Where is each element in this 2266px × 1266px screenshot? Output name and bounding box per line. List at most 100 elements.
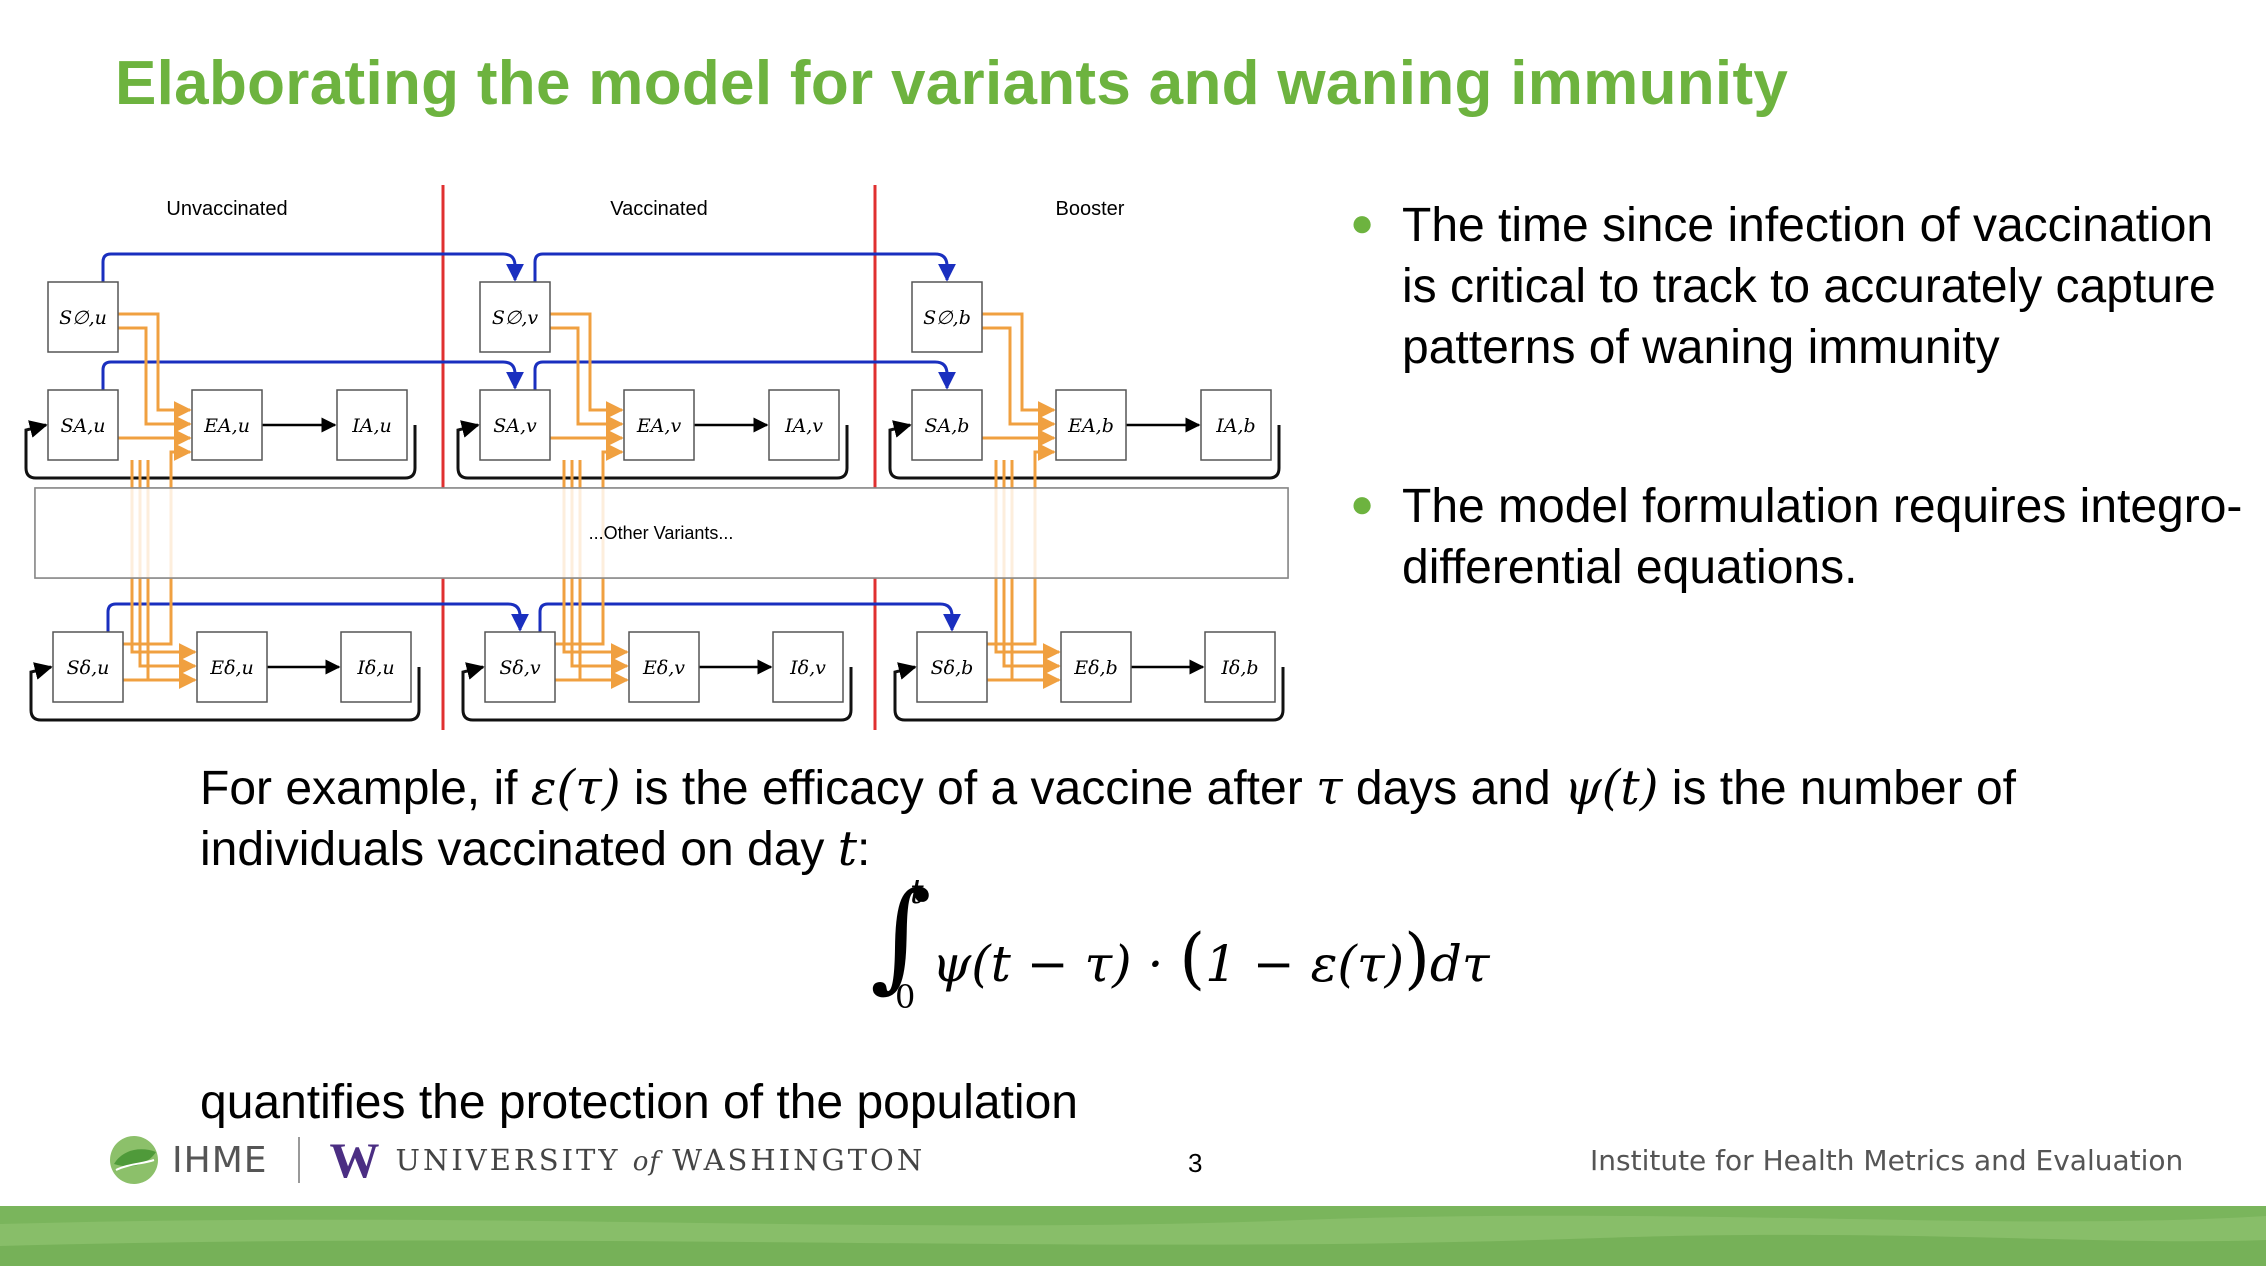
integral-sign: ∫ — [870, 866, 932, 1004]
column-header: Vaccinated — [610, 198, 707, 220]
node-sDelta — [52, 631, 124, 703]
infection-arrow — [118, 326, 192, 433]
vaccination-arrow — [533, 360, 956, 390]
node-eA-label: EA,u — [203, 415, 250, 437]
node-s0-label: S∅,v — [492, 307, 539, 329]
bullet-dot-icon: ● — [1350, 201, 1375, 245]
node-sDelta-label: Sδ,b — [931, 657, 974, 679]
node-iA — [1200, 389, 1272, 461]
node-sA-label: SA,u — [60, 415, 105, 437]
node-iDelta — [340, 631, 412, 703]
integrand-part: 1 − ε(τ) — [1205, 935, 1405, 993]
diagram-nodes: S∅,uSA,u EA,u IA,uSδ,u Eδ,u Iδ,u S∅,vSA,v EA,v… — [34, 281, 1289, 703]
node-iDelta-label: Iδ,u — [356, 657, 394, 679]
recovery-loop — [893, 662, 1285, 722]
example-part: : — [857, 823, 871, 876]
node-eDelta-label: Eδ,u — [209, 657, 254, 679]
integral-lower-limit: 0 — [895, 978, 916, 1016]
recovery-loop — [456, 420, 849, 480]
other-variants-box-overlay — [34, 487, 1289, 579]
node-sA — [479, 389, 551, 461]
bullet-item: ● The model formulation requires integro… — [1350, 476, 2250, 598]
diagram-headers: Unvaccinated Vaccinated Booster — [166, 198, 1124, 220]
vaccination-arrow — [538, 602, 961, 632]
example-part: days and — [1342, 762, 1565, 815]
bullet-item: ● The time since infection of vaccinatio… — [1350, 195, 2250, 378]
node-eA-label: EA,v — [636, 415, 682, 437]
node-iA-label: IA,b — [1215, 415, 1255, 437]
example-part: is the number of individuals vaccinated … — [200, 762, 2016, 876]
infection-arrow — [550, 312, 624, 419]
node-eDelta-label: Eδ,b — [1073, 657, 1118, 679]
node-s0-label: S∅,u — [59, 307, 107, 329]
bullet-text: The model formulation requires integro-d… — [1402, 480, 2243, 594]
node-eDelta — [628, 631, 700, 703]
footer-divider — [297, 1137, 300, 1183]
math-psi-t: ψ(t) — [1564, 760, 1659, 816]
node-sA — [911, 389, 983, 461]
column-header: Booster — [1056, 198, 1125, 220]
node-sA-label: SA,b — [925, 415, 970, 437]
integrand-part: ψ(t − τ) · — [932, 935, 1180, 993]
node-sDelta-label: Sδ,u — [67, 657, 110, 679]
node-s0-label: S∅,b — [923, 307, 971, 329]
example-text: For example, if ε(τ) is the efficacy of … — [200, 758, 2150, 880]
node-iDelta — [772, 631, 844, 703]
node-iDelta — [1204, 631, 1276, 703]
integrand-part: dτ — [1429, 935, 1490, 993]
column-header: Unvaccinated — [166, 198, 287, 220]
node-iA-label: IA,v — [784, 415, 823, 437]
infection-arrow — [982, 326, 1056, 433]
ihme-leaf-icon — [110, 1136, 158, 1184]
node-iA-label: IA,u — [351, 415, 392, 437]
vaccination-arrow — [101, 252, 524, 282]
node-iDelta-label: Iδ,v — [789, 657, 826, 679]
node-eA — [1055, 389, 1127, 461]
node-iA — [768, 389, 840, 461]
footer-logos: IHME W UNIVERSITY of WASHINGTON — [108, 1130, 925, 1190]
bullet-dot-icon: ● — [1350, 482, 1375, 526]
node-eA — [623, 389, 695, 461]
vaccination-arrow — [106, 602, 529, 632]
math-t: t — [837, 821, 858, 877]
bullet-list: ● The time since infection of vaccinatio… — [1350, 195, 2250, 598]
node-eDelta-label: Eδ,v — [642, 657, 685, 679]
integral-upper-limit: t — [910, 872, 924, 912]
math-epsilon-tau: ε(τ) — [530, 760, 621, 816]
node-sDelta — [484, 631, 556, 703]
ihme-wordmark: IHME — [172, 1139, 268, 1181]
example-part: is the efficacy of a vaccine after — [620, 762, 1317, 815]
recovery-loop — [29, 662, 421, 722]
node-eA — [191, 389, 263, 461]
node-sA-label: SA,v — [493, 415, 537, 437]
node-sDelta — [916, 631, 988, 703]
infection-arrow — [550, 326, 624, 433]
node-iDelta-label: Iδ,b — [1220, 657, 1258, 679]
footer-green-band — [0, 1206, 2266, 1266]
node-sA — [47, 389, 119, 461]
conclusion-text: quantifies the protection of the populat… — [200, 1076, 1078, 1129]
recovery-loop — [888, 420, 1281, 480]
compartment-diagram: S∅,uSA,u EA,u IA,uSδ,u Eδ,u Iδ,u S∅,vSA,v EA,v… — [24, 185, 1289, 730]
paren: ( — [1179, 920, 1206, 997]
math-tau: τ — [1316, 760, 1343, 816]
uw-wordmark: UNIVERSITY of WASHINGTON — [395, 1143, 926, 1177]
bullet-text: The time since infection of vaccination … — [1402, 199, 2216, 374]
node-eDelta — [1060, 631, 1132, 703]
recovery-loop — [24, 420, 417, 480]
infection-arrow — [118, 312, 192, 419]
node-s0 — [47, 281, 119, 353]
node-eA-label: EA,b — [1067, 415, 1114, 437]
paren: ) — [1404, 920, 1430, 997]
integrand: ψ(t − τ) · (1 − ε(τ))dτ — [932, 920, 1490, 997]
institute-name: Institute for Health Metrics and Evaluat… — [1590, 1144, 2184, 1177]
node-sDelta-label: Sδ,v — [499, 657, 540, 679]
vaccination-arrow — [533, 252, 956, 282]
node-eDelta — [196, 631, 268, 703]
infection-arrow — [982, 312, 1056, 419]
uw-w-logo: W — [329, 1132, 380, 1188]
slide-title: Elaborating the model for variants and w… — [115, 49, 1789, 118]
node-iA — [336, 389, 408, 461]
page-number: 3 — [1188, 1148, 1203, 1178]
node-s0 — [479, 281, 551, 353]
